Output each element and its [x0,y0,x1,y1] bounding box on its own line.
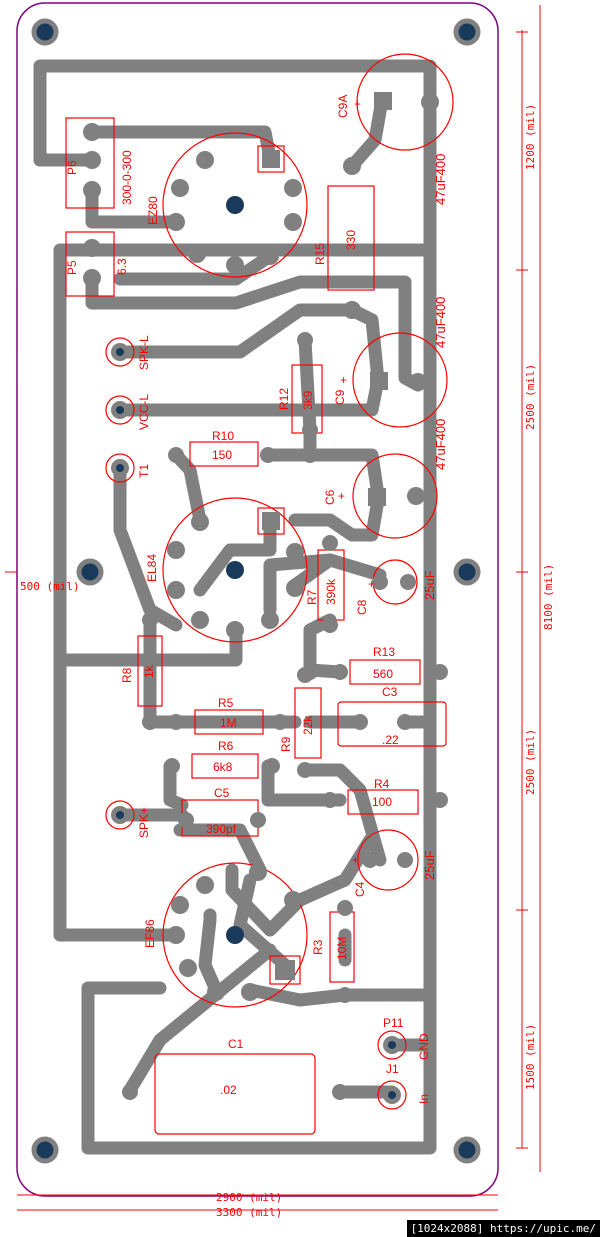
image-size-footer: [1024x2088] https://upic.me/ [406,1220,600,1237]
label-r15: R15 [313,243,327,265]
dim-1500: 1500 (mil) [524,1024,537,1090]
label-c9-value: 47uF400 [433,297,448,348]
dim-2500-top: 2500 (mil) [524,364,537,430]
dim-500: 500 (mil) [20,580,80,593]
label-r9: R9 [279,736,293,752]
label-c6: C6 [323,489,337,505]
label-r13: R13 [373,645,395,659]
dim-2900: 2900 (mil) [216,1191,282,1204]
label-ef86: EF86 [143,919,157,948]
label-c1-value: .02 [220,1083,237,1097]
label-r10: R10 [212,429,234,443]
label-c3: C3 [382,685,398,699]
label-r13-value: 560 [373,667,393,681]
label-el84: EL84 [145,554,159,582]
label-r5-value: 1M [220,716,237,730]
label-r6: R6 [218,739,234,753]
label-r12: R12 [277,388,291,410]
connector-pads [111,343,401,1104]
label-c8: C8 [355,599,369,615]
label-r8: R8 [120,667,134,683]
label-c6-value: 47uF400 [433,419,448,470]
copper-traces [33,59,447,1155]
label-p6: P6 [65,160,79,175]
label-c5-value: 390pf [206,822,237,836]
label-r10-value: 150 [212,448,232,462]
label-vcc-l: VCC-L [137,394,151,430]
label-p5: P5 [65,260,79,275]
label-c9-plus: + [340,373,347,387]
label-c9: C9 [333,389,347,405]
label-gnd: GND [417,1033,431,1060]
dim-1200: 1200 (mil) [524,104,537,170]
label-c1: C1 [228,1037,244,1051]
label-c4-value: 25uF [422,850,437,880]
silkscreen-labels: C9A + 47uF400 P6 300-0-300 EZ80 R15 330 … [65,95,448,1104]
label-r5: R5 [218,696,234,710]
label-r6-value: 6k8 [213,760,233,774]
label-c5: C5 [214,786,230,800]
label-r7: R7 [305,589,319,605]
label-r7-value: 390k [324,578,338,605]
label-c6-plus: + [338,489,345,503]
label-r3-value: 10M [335,937,349,960]
label-r4-value: 100 [372,795,392,809]
dim-8100: 8100 (mil) [542,564,555,630]
board-outline [16,2,499,1197]
dim-2500-bottom: 2500 (mil) [524,729,537,795]
label-c8-value: 25uF [422,570,437,600]
component-pads [83,92,448,1100]
label-c9a: C9A [336,95,350,118]
label-ez80: EZ80 [146,196,160,225]
label-c9a-value: 47uF400 [433,154,448,205]
label-r9-value: 22k [301,715,315,735]
label-c3-value: .22 [382,733,399,747]
label-c4: C4 [353,881,367,897]
label-p6-value: 300-0-300 [120,150,134,205]
tube-centers [226,196,244,944]
dimension-lines [5,5,541,1211]
label-in: In [417,1094,431,1104]
label-t1: T1 [137,464,151,478]
label-j1: J1 [386,1062,399,1076]
label-r3: R3 [311,939,325,955]
mounting-holes [31,18,481,1164]
label-r8-value: 1k [142,664,156,678]
label-spk-l: SPK-L [137,335,151,370]
label-c4-plus: + [352,853,359,867]
label-p11: P11 [383,1016,404,1030]
label-r15-value: 330 [344,230,358,250]
label-c9a-plus: + [354,97,361,111]
label-spk-plus: SPK+ [137,807,151,838]
dim-3300: 3300 (mil) [216,1206,282,1219]
label-c8-plus: + [368,577,375,591]
dimension-labels: 1200 (mil) 2500 (mil) 8100 (mil) 2500 (m… [20,104,555,1219]
label-r12-value: 3k9 [301,390,315,410]
label-r4: R4 [374,777,390,791]
label-p5-value: 6.3 [115,258,129,275]
